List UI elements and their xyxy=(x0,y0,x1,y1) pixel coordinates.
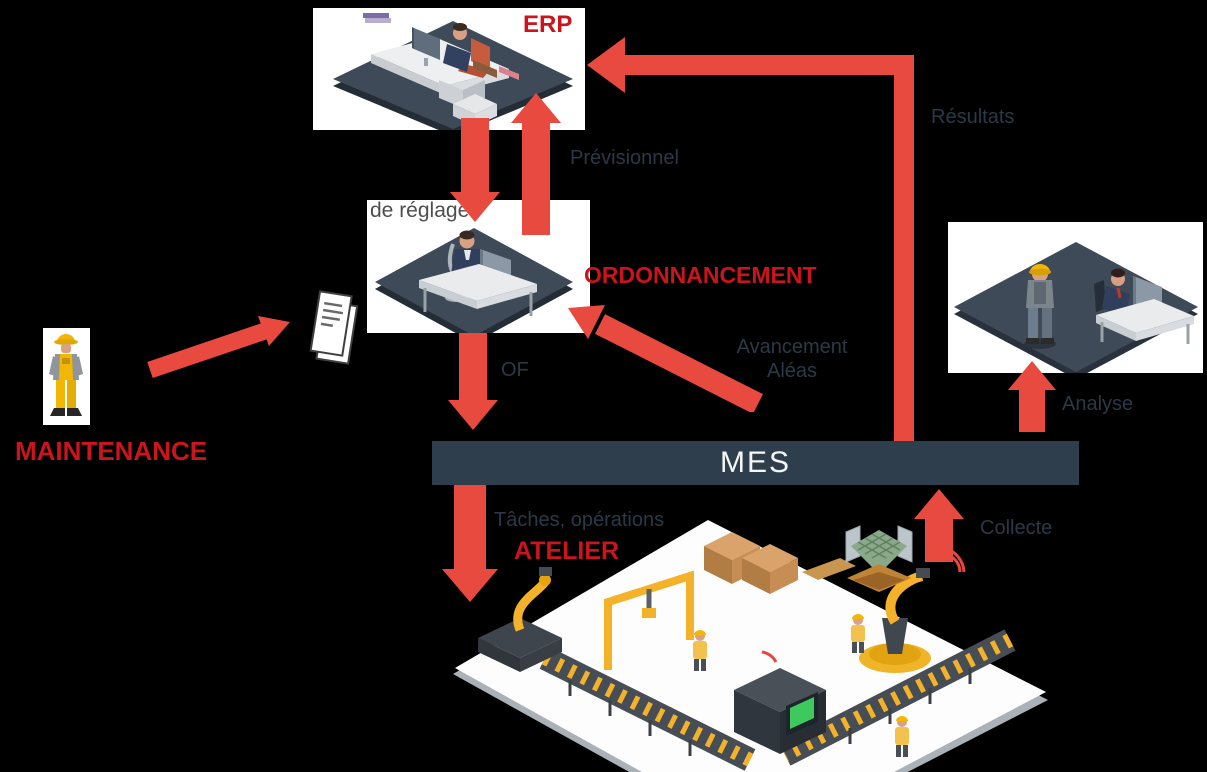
ordonnancement-title: ORDONNANCEMENT xyxy=(584,262,817,288)
arrow-of-to-mes xyxy=(448,333,498,430)
maintenance-worker-icon xyxy=(49,334,83,416)
erp-title: ERP xyxy=(523,11,573,38)
ordonnancement-note: de réglage xyxy=(370,199,470,222)
atelier-title: ATELIER xyxy=(514,537,620,565)
resultats-label: Résultats xyxy=(931,106,1015,128)
pallet-icon xyxy=(845,525,913,592)
worker-figures xyxy=(693,614,909,757)
previsionnel-label: Prévisionnel xyxy=(570,147,679,169)
analysis-illustration xyxy=(954,242,1198,373)
document-icon xyxy=(309,290,359,365)
arrow-erp-to-ordonnancement xyxy=(450,118,500,222)
analysis-node xyxy=(948,222,1203,373)
ordonnancement-desk xyxy=(419,249,537,316)
carton-boxes xyxy=(704,532,856,594)
avancement-line2: Aléas xyxy=(766,360,818,382)
analysis-desk xyxy=(1094,268,1194,344)
avancement-aleas-label: Avancement Aléas xyxy=(712,335,872,383)
collecte-label: Collecte xyxy=(980,517,1053,539)
gantry-robot xyxy=(604,570,694,670)
ordonnancement-illustration xyxy=(375,228,573,333)
ordonnancement-node xyxy=(367,200,590,333)
arrow-collecte-to-mes xyxy=(914,489,964,562)
mes-title: MES xyxy=(719,446,791,479)
arrow-mes-to-erp-resultats xyxy=(587,37,914,441)
arrow-avancement-to-ordonnancement xyxy=(568,305,763,412)
maintenance-title: MAINTENANCE xyxy=(15,436,208,466)
analysis-worker xyxy=(1024,264,1056,349)
avancement-line1: Avancement xyxy=(736,336,848,358)
arrow-mes-to-analyse xyxy=(1008,361,1056,432)
erp-person xyxy=(443,23,471,72)
control-machine xyxy=(734,650,826,754)
erp-node xyxy=(313,8,585,130)
of-label: OF xyxy=(501,359,529,381)
analyse-label: Analyse xyxy=(1062,393,1134,415)
robot-arm-right xyxy=(859,546,966,673)
factory-illustration xyxy=(453,520,1048,772)
arrow-maintenance-to-document xyxy=(147,316,290,379)
maintenance-node xyxy=(43,328,90,425)
conveyor-belts xyxy=(539,629,1016,771)
mes-bar: MES xyxy=(432,441,1079,485)
erp-illustration xyxy=(333,13,573,130)
taches-operations-label: Tâches, opérations xyxy=(494,509,665,531)
arrow-mes-to-atelier xyxy=(442,485,498,602)
robot-arm-left xyxy=(478,567,562,672)
arrow-ordonnancement-to-erp xyxy=(511,93,561,235)
